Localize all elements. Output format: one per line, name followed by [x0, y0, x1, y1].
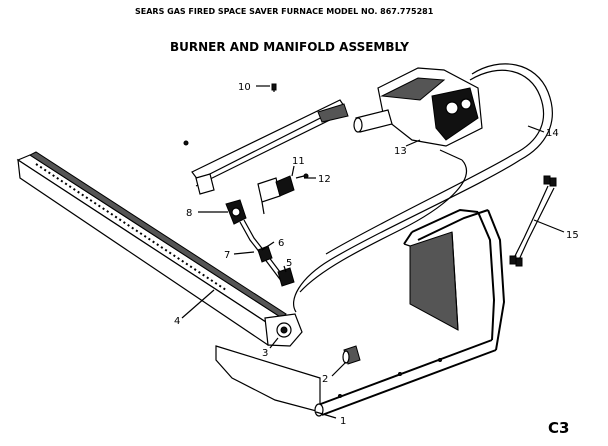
- callout-6: 6: [278, 238, 284, 249]
- part-burner: [16, 151, 303, 347]
- part-gas-valve: [353, 67, 483, 147]
- part-orifice: [342, 345, 361, 365]
- callout-8: 8: [186, 208, 192, 219]
- page-code: C3: [548, 419, 569, 437]
- callout-10: 10: [238, 82, 251, 93]
- callout-12: 12: [318, 174, 331, 185]
- callout-13: 13: [394, 146, 407, 157]
- callout-15: 15: [566, 230, 579, 241]
- callout-2: 2: [322, 374, 328, 385]
- callout-4: 4: [174, 316, 180, 327]
- callout-14: 14: [546, 128, 559, 139]
- assembly-title: BURNER AND MANIFOLD ASSEMBLY: [170, 40, 409, 54]
- part-pilot-assembly: [225, 199, 295, 287]
- part-rod-assembly: [183, 83, 349, 195]
- callout-5: 5: [286, 258, 292, 269]
- callout-1: 1: [340, 416, 346, 427]
- part-thermocouple-clip: [257, 173, 309, 215]
- callout-7: 7: [224, 250, 230, 261]
- leader-lines: [181, 85, 565, 419]
- part-wire-harness: [509, 175, 557, 267]
- callout-3: 3: [262, 348, 268, 359]
- callout-11: 11: [292, 156, 305, 167]
- callout-numbers: 1 2 3 4 5 6 7 8 10 11 12 13 14 15: [174, 82, 579, 427]
- part-frame-bracket: [215, 208, 506, 417]
- model-line: SEARS GAS FIRED SPACE SAVER FURNACE MODE…: [135, 7, 434, 16]
- part-pilot-tubing: [293, 63, 553, 313]
